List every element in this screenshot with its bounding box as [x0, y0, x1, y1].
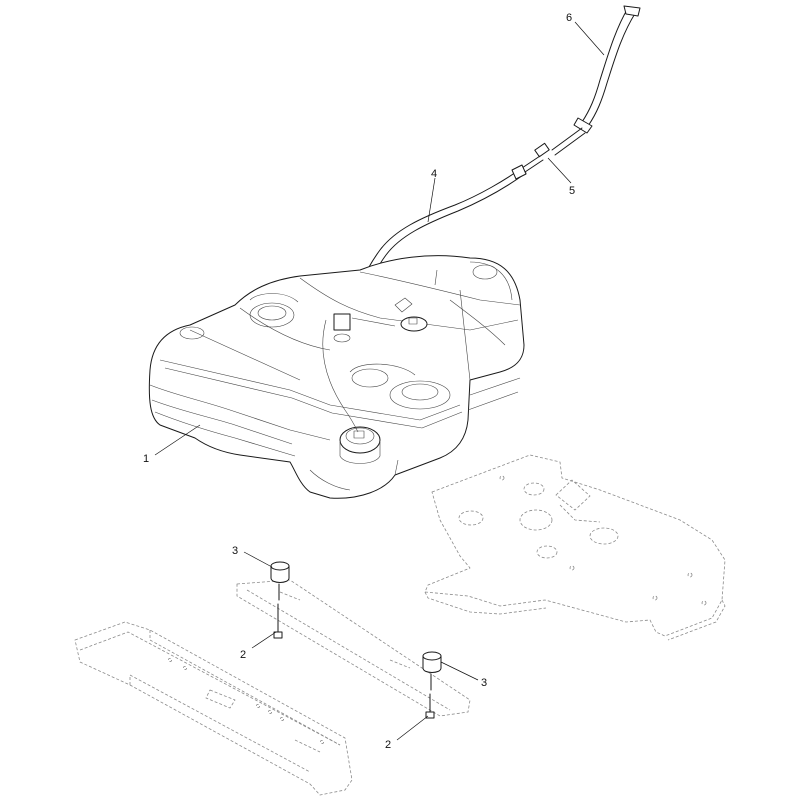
callout-bumper-left: 3 — [232, 545, 238, 557]
leader-lines — [154, 21, 605, 741]
deck-plate — [424, 454, 726, 641]
support-rail — [236, 579, 471, 717]
callout-fastener-left: 2 — [240, 649, 246, 661]
bumper-left — [270, 561, 290, 601]
fastener-left — [273, 603, 283, 639]
callout-hose-lower: 4 — [431, 168, 437, 180]
fastener-right — [425, 693, 435, 719]
callout-fuel-tank: 1 — [143, 453, 149, 465]
callout-hose-upper: 6 — [566, 12, 572, 24]
callout-bumper-right: 3 — [481, 677, 487, 689]
fuel-tank — [148, 255, 525, 499]
callout-labels: 1 2 2 3 3 4 5 6 — [143, 12, 575, 751]
lower-frame — [74, 621, 353, 796]
hose-upper — [573, 5, 641, 134]
hose-connector — [521, 127, 586, 173]
callout-fastener-right: 2 — [385, 739, 391, 751]
bumper-right — [422, 651, 442, 691]
callout-hose-connector: 5 — [569, 185, 575, 197]
